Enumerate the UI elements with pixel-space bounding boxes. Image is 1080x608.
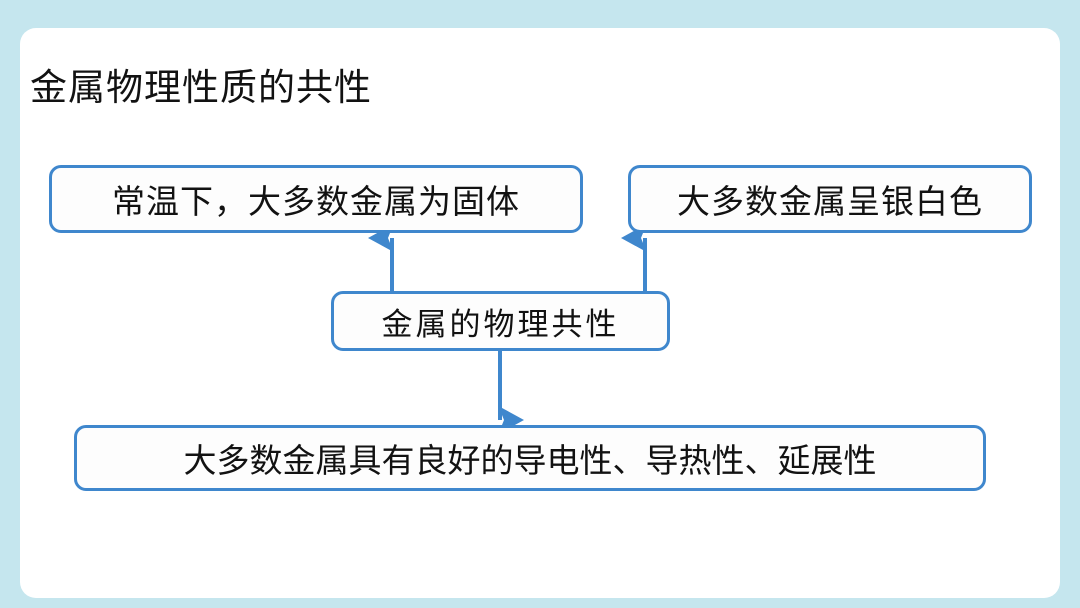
node-silver[interactable]: 大多数金属呈银白色 <box>628 165 1032 233</box>
node-silver-label: 大多数金属呈银白色 <box>677 185 983 221</box>
node-conduct[interactable]: 大多数金属具有良好的导电性、导热性、延展性 <box>74 425 986 491</box>
page-title: 金属物理性质的共性 <box>30 68 372 109</box>
node-conduct-label: 大多数金属具有良好的导电性、导热性、延展性 <box>183 444 877 480</box>
node-solid-label: 常温下，大多数金属为固体 <box>112 185 520 221</box>
node-center-label: 金属的物理共性 <box>381 306 620 342</box>
node-solid[interactable]: 常温下，大多数金属为固体 <box>49 165 583 233</box>
node-center[interactable]: 金属的物理共性 <box>331 291 670 351</box>
